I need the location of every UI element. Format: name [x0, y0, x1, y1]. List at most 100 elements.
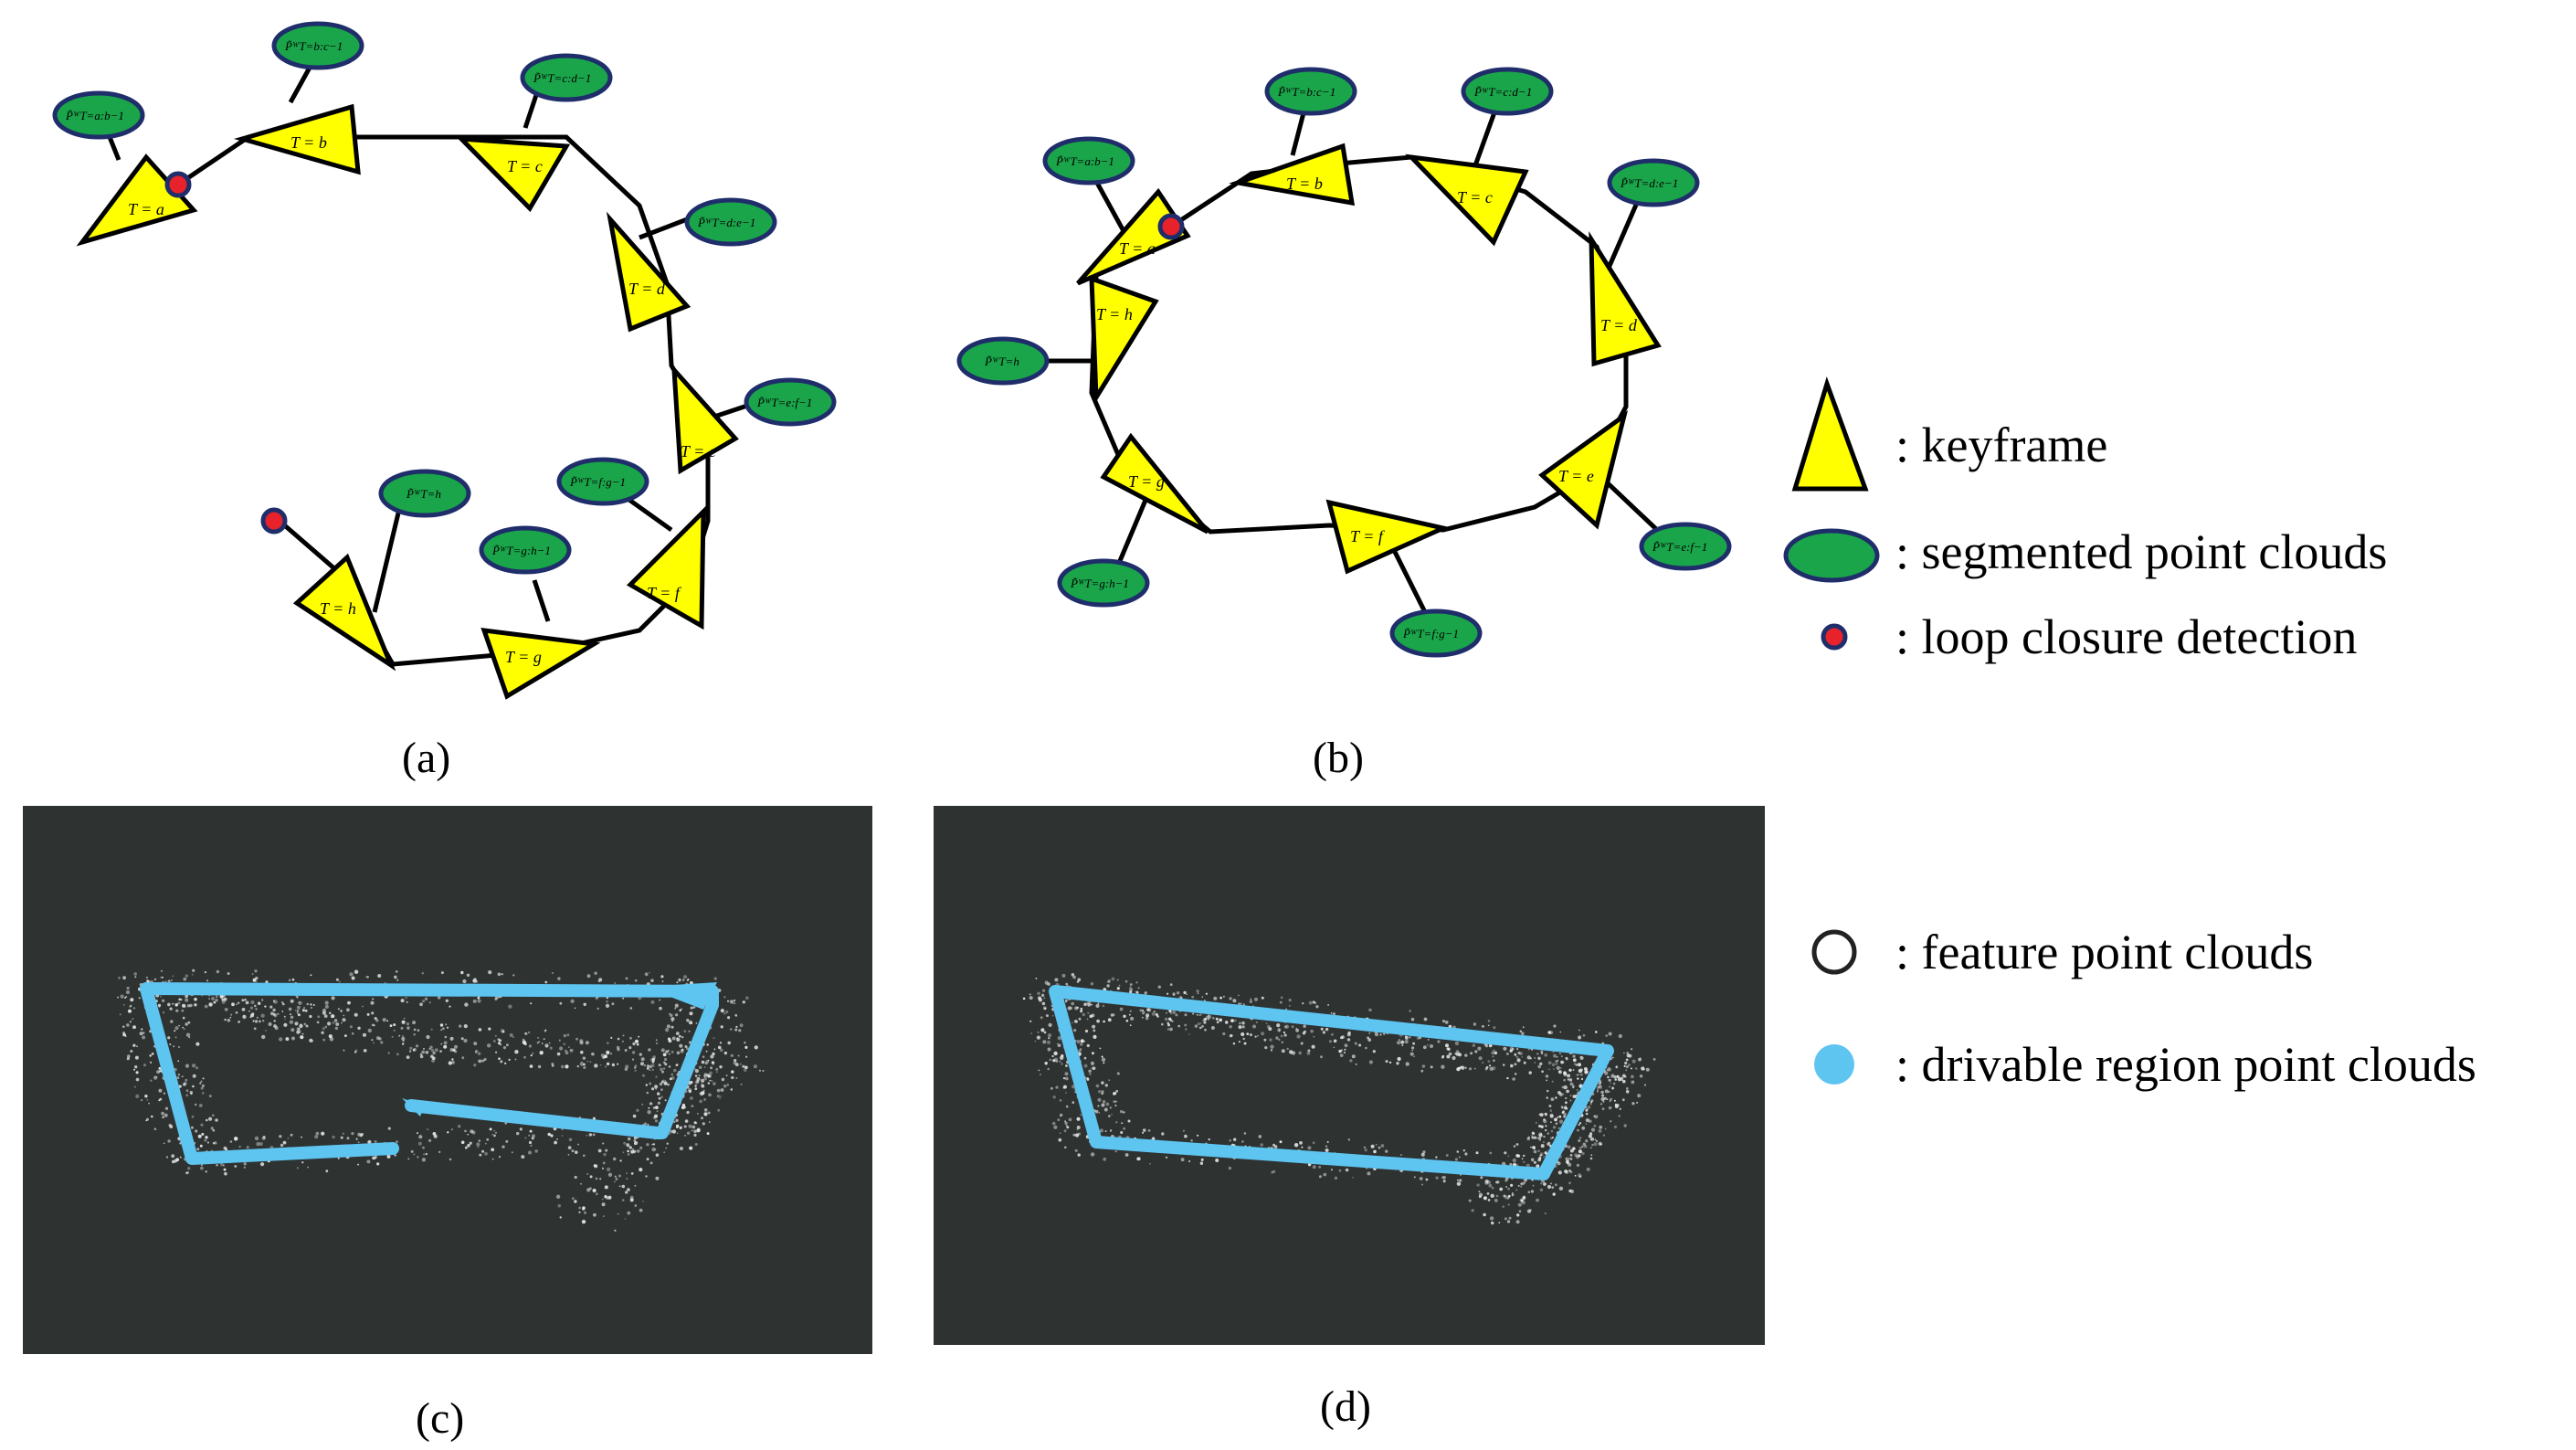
feature-point: [712, 1052, 715, 1056]
feature-point: [1512, 1158, 1517, 1163]
feature-point: [1580, 1145, 1584, 1148]
feature-point: [1215, 1159, 1219, 1162]
feature-point: [323, 1014, 328, 1018]
feature-point: [1283, 1031, 1285, 1034]
feature-point: [161, 976, 164, 979]
feature-point: [1368, 1032, 1371, 1034]
feature-point: [1590, 1100, 1593, 1104]
feature-point: [1611, 1086, 1615, 1090]
feature-point: [1269, 1038, 1272, 1042]
feature-point: [241, 1008, 246, 1011]
feature-point: [1503, 1064, 1505, 1066]
feature-point: [1293, 1143, 1299, 1148]
feature-point: [386, 1020, 389, 1022]
feature-point: [759, 1069, 761, 1072]
feature-point: [1523, 1154, 1526, 1158]
feature-point: [679, 1034, 681, 1038]
feature-point: [472, 979, 477, 983]
feature-point: [1581, 1151, 1585, 1156]
feature-point: [651, 1059, 655, 1063]
feature-point: [1596, 1139, 1598, 1142]
legend-drivable-label: : drivable region point clouds: [1895, 1037, 2476, 1092]
svg-text:P̃ᵂT=c:d−1: P̃ᵂT=c:d−1: [1473, 85, 1532, 99]
feature-point: [171, 1154, 175, 1159]
feature-point: [1086, 1043, 1091, 1048]
feature-point: [1554, 1117, 1557, 1122]
feature-point: [165, 1156, 169, 1159]
feature-point: [1037, 1031, 1040, 1033]
feature-point: [322, 1011, 326, 1015]
feature-point: [713, 1082, 716, 1085]
feature-point: [1303, 1024, 1306, 1028]
feature-point: [473, 1042, 478, 1046]
feature-point: [1478, 1191, 1481, 1193]
feature-point: [377, 974, 382, 978]
feature-point: [354, 1049, 358, 1053]
keyframe-icon: [606, 211, 692, 333]
feature-point: [1566, 1057, 1568, 1061]
feature-point: [627, 1188, 630, 1191]
svg-text:P̃ᵂT=g:h−1: P̃ᵂT=g:h−1: [1070, 577, 1129, 590]
feature-point: [1494, 1199, 1498, 1202]
feature-point: [430, 1054, 434, 1059]
feature-point: [1385, 1060, 1388, 1064]
pointclouds-a: [52, 21, 837, 575]
legend-bottom: : feature point clouds : drivable region…: [1811, 925, 2476, 1092]
feature-point: [1511, 1193, 1515, 1197]
feature-point: [343, 1014, 345, 1017]
feature-point: [1478, 1056, 1483, 1061]
feature-point: [149, 1054, 152, 1057]
feature-point: [565, 1064, 569, 1069]
feature-point: [1506, 1053, 1509, 1055]
feature-point: [735, 1025, 738, 1029]
feature-point: [195, 1129, 198, 1133]
feature-point: [1504, 1195, 1509, 1200]
keyframe-icon: [1229, 143, 1356, 206]
feature-point: [208, 1002, 213, 1007]
feature-point: [1238, 1002, 1241, 1006]
feature-point: [639, 1208, 643, 1212]
svg-text:T = d: T = d: [1600, 316, 1638, 334]
feature-point: [1602, 1100, 1605, 1103]
feature-point: [740, 1083, 743, 1085]
feature-point: [670, 1025, 674, 1029]
feature-point: [1504, 1151, 1507, 1155]
feature-point: [655, 1176, 660, 1180]
feature-point: [163, 1142, 165, 1145]
feature-point: [660, 1067, 663, 1072]
feature-point: [689, 1041, 692, 1044]
feature-point: [574, 1007, 576, 1010]
feature-point: [230, 1013, 233, 1016]
svg-text:T = f: T = f: [647, 584, 682, 602]
feature-point: [1204, 1028, 1207, 1032]
segmented-point-cloud-icon: [520, 53, 613, 102]
feature-point: [1517, 1184, 1520, 1187]
feature-point: [1565, 1170, 1569, 1174]
feature-point: [580, 1182, 582, 1185]
feature-point: [182, 1003, 185, 1008]
feature-point: [1571, 1085, 1575, 1088]
feature-point: [254, 969, 258, 973]
feature-point: [634, 1184, 637, 1187]
feature-point: [1135, 990, 1137, 993]
feature-point: [711, 1061, 715, 1064]
feature-point: [1075, 1133, 1080, 1138]
feature-point: [195, 1103, 197, 1106]
feature-point: [581, 1220, 586, 1224]
feature-point: [1276, 1023, 1281, 1028]
feature-point: [1067, 1006, 1072, 1011]
feature-point: [304, 1009, 308, 1012]
feature-point: [171, 979, 173, 981]
feature-point: [479, 1153, 482, 1157]
feature-point: [681, 1008, 683, 1011]
feature-point: [1577, 1128, 1579, 1132]
svg-text:T = b: T = b: [1286, 175, 1323, 193]
feature-point: [681, 1106, 684, 1109]
feature-point: [1330, 1169, 1333, 1171]
feature-point: [1388, 1061, 1392, 1064]
feature-point: [282, 1002, 285, 1006]
feature-point: [416, 1132, 419, 1135]
feature-point: [614, 982, 616, 984]
feature-point: [1535, 1121, 1537, 1124]
feature-point: [208, 998, 210, 1000]
